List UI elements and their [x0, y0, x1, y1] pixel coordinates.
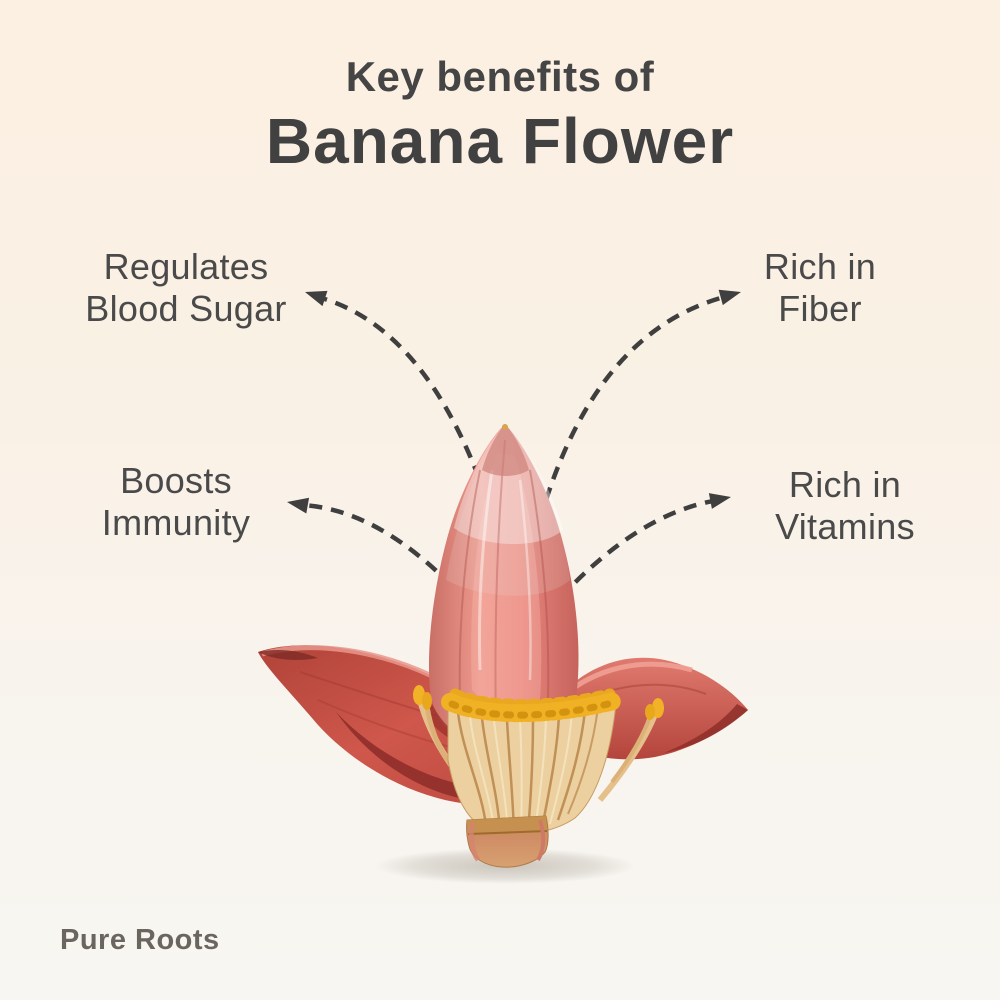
- benefit-line: Rich in: [763, 246, 877, 287]
- benefit-line: Regulates: [103, 246, 269, 287]
- benefit-line: Rich in: [788, 464, 902, 505]
- benefit-line: Vitamins: [775, 505, 915, 547]
- brand-name: Pure Roots: [60, 924, 220, 956]
- dashed-arrow-vitamins: [558, 493, 731, 600]
- dashed-arrow-immunity: [287, 497, 454, 588]
- dashed-arrow-fiber: [543, 289, 741, 501]
- benefit-label-rich-in-fiber: Rich in Fiber: [710, 246, 930, 330]
- title-kicker: Key benefits of: [345, 53, 655, 100]
- benefit-label-rich-in-vitamins: Rich in Vitamins: [705, 464, 985, 548]
- banana-flower-illustration: [258, 424, 748, 884]
- page-title: Key benefits of Banana Flower: [0, 53, 1000, 178]
- floret-crown: [413, 685, 664, 836]
- flower-stem: [466, 815, 549, 868]
- benefit-line: Fiber: [778, 287, 862, 329]
- title-main: Banana Flower: [265, 105, 735, 178]
- benefit-label-boosts-immunity: Boosts Immunity: [26, 460, 326, 544]
- dashed-arrow-blood-sugar: [305, 290, 482, 479]
- benefit-line: Boosts: [120, 460, 232, 501]
- benefit-label-regulates-blood-sugar: Regulates Blood Sugar: [36, 246, 336, 330]
- benefit-line: Immunity: [101, 501, 251, 543]
- benefit-line: Blood Sugar: [85, 287, 287, 329]
